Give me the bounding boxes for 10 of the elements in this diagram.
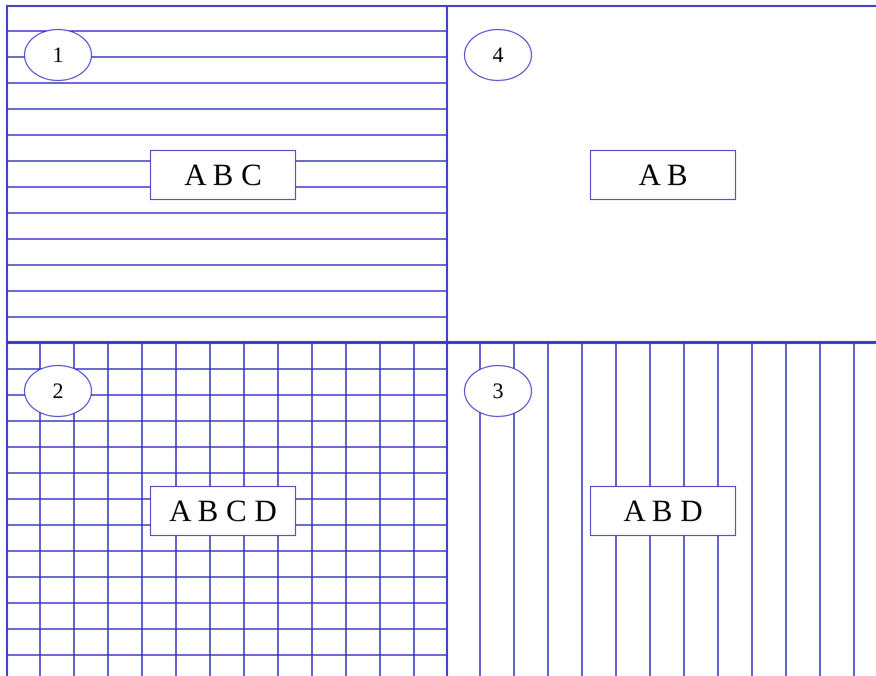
number-ellipse: 4 bbox=[464, 29, 532, 81]
label-box: A B C bbox=[150, 150, 296, 200]
quadrant-panel bbox=[446, 5, 876, 344]
number-ellipse: 1 bbox=[24, 29, 92, 81]
label-box: A B C D bbox=[150, 486, 296, 536]
label-box: A B bbox=[590, 150, 736, 200]
number-ellipse: 2 bbox=[24, 365, 92, 417]
number-ellipse: 3 bbox=[464, 365, 532, 417]
label-box: A B D bbox=[590, 486, 736, 536]
quadrant-panel bbox=[6, 5, 448, 344]
